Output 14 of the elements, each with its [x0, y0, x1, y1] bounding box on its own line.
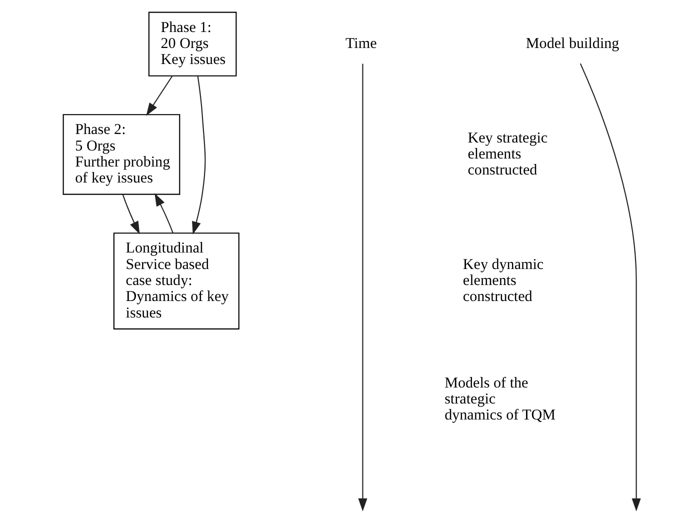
node-box: Longitudinal Service based case study: Dynamics of key issues [113, 232, 240, 330]
label: Key dynamic elements constructed [462, 256, 544, 306]
arrow [192, 76, 206, 235]
arrow [146, 76, 173, 116]
label: Key strategic elements constructed [468, 130, 548, 179]
node-box: Phase 2: 5 Orgs Further probing of key issues [62, 114, 180, 195]
arrow [358, 64, 368, 512]
node-box: Phase 1: 20 Orgs Key issues [148, 12, 237, 76]
node-text: Model building [526, 36, 620, 52]
arrow [154, 193, 174, 233]
node-text: Time [346, 36, 377, 52]
arrow [580, 63, 641, 512]
label: Models of the strategic dynamics of TQM [444, 375, 556, 424]
arrow [122, 194, 140, 234]
